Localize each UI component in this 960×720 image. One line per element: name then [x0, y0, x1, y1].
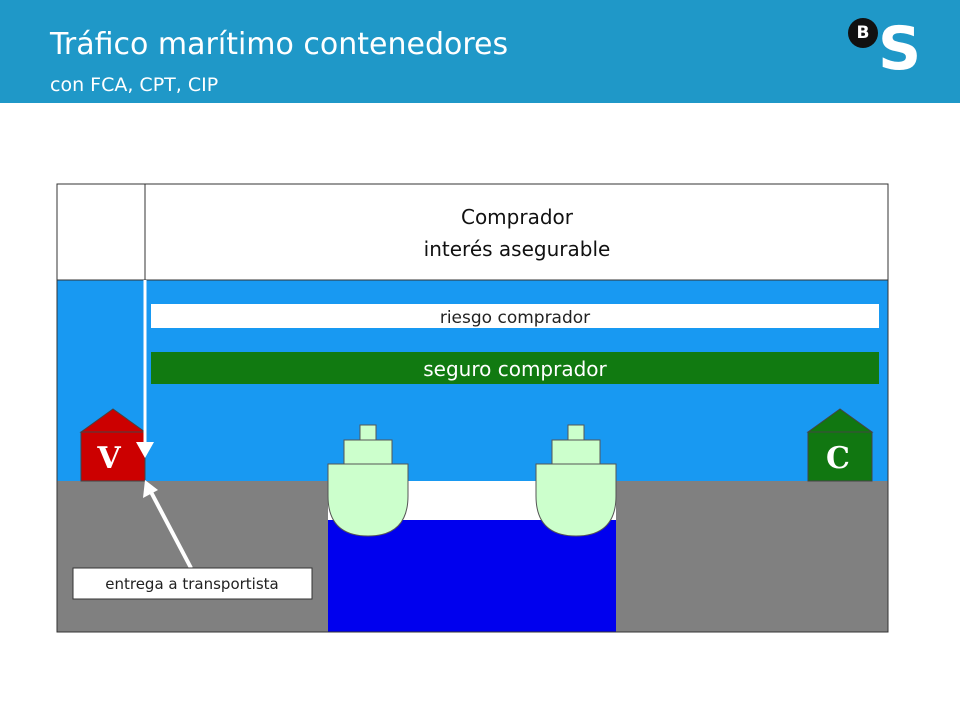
seller-house: V	[79, 408, 147, 482]
risk-bar-label: riesgo comprador	[440, 308, 590, 328]
right-dock	[616, 481, 888, 632]
insurable-interest-label: interés asegurable	[424, 237, 611, 261]
diagram-frame	[56, 183, 889, 633]
buyer-label: Comprador	[461, 205, 574, 229]
seller-house-letter: V	[96, 441, 121, 476]
page-title: Tráfico marítimo contenedores	[50, 27, 509, 62]
left-dock	[57, 481, 328, 632]
water-area	[328, 520, 616, 632]
transfer-down-arrow	[136, 280, 154, 458]
logo-b-badge: B	[848, 18, 878, 48]
ship-left	[327, 424, 409, 537]
logo-s-letter: S	[878, 14, 922, 84]
delivery-point-arrow	[143, 480, 193, 569]
buyer-house: C	[806, 408, 874, 482]
buyer-house-letter: C	[826, 441, 850, 476]
insurance-bar-label: seguro comprador	[423, 357, 607, 381]
insurance-bar	[151, 352, 879, 384]
risk-bar	[151, 304, 879, 328]
page-subtitle: con FCA, CPT, CIP	[50, 74, 219, 96]
header-bar: Tráfico marítimo contenedores con FCA, C…	[0, 0, 960, 103]
delivery-label: entrega a transportista	[105, 575, 279, 593]
delivery-label-box	[72, 567, 313, 600]
ship-right	[535, 424, 617, 537]
